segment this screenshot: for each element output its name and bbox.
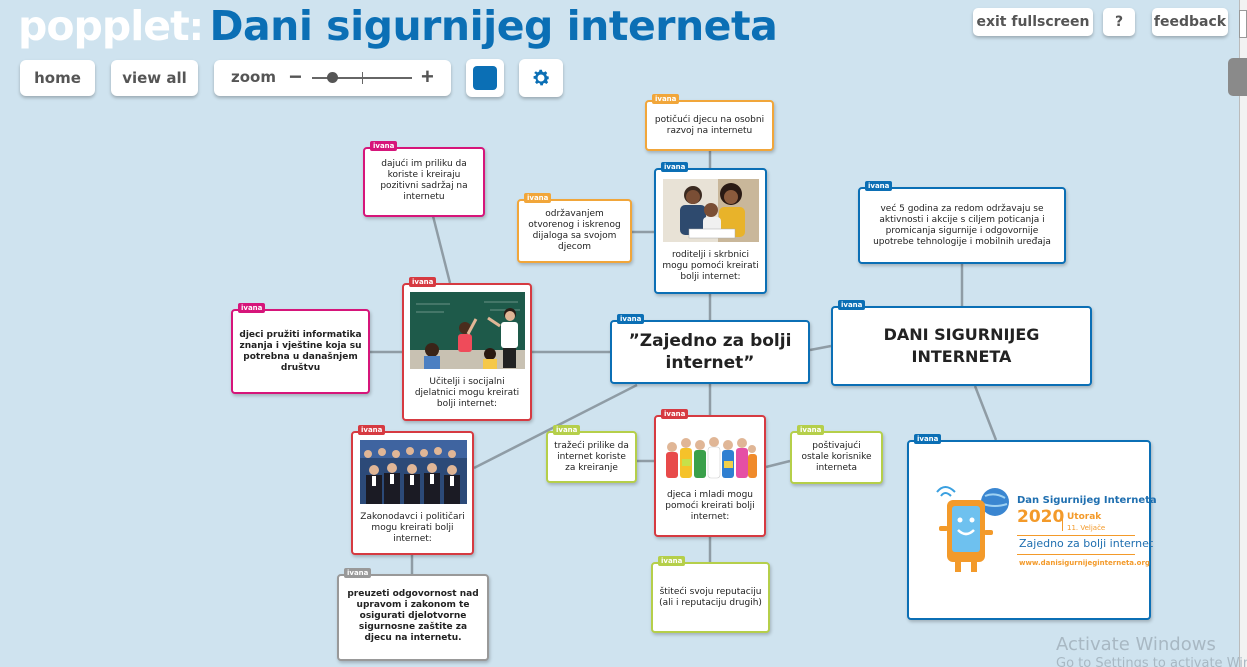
author-tag: ivana xyxy=(344,568,372,578)
author-tag: ivana xyxy=(865,181,893,191)
popple-text: dajući im priliku da koriste i kreiraju … xyxy=(380,159,468,202)
popple-text: djeci pružiti informatika znanja i vješt… xyxy=(239,329,362,373)
right-scroll-edge xyxy=(1239,0,1247,667)
popple-roditelji[interactable]: ivana roditelji i skrbnici mogu pomoći k… xyxy=(654,162,767,294)
author-tag: ivana xyxy=(914,434,942,444)
brand-header: popplet: Dani sigurnijeg interneta xyxy=(18,2,778,54)
link-ucitelji-dajuci xyxy=(431,215,452,284)
popple-dani[interactable]: ivana DANI SIGURNIJEG INTERNETA xyxy=(831,300,1092,386)
author-tag: ivana xyxy=(661,162,689,172)
link-djeca-postivajuci xyxy=(765,459,791,469)
view-all-button[interactable]: view all xyxy=(111,60,198,96)
zoom-out-button[interactable]: − xyxy=(289,64,302,89)
poster-slogan: Zajedno za bolji internet xyxy=(1019,537,1154,550)
popple-text: održavanjem otvorenog i iskrenog dijalog… xyxy=(528,209,621,252)
popplet-title: Dani sigurnijeg interneta xyxy=(209,2,778,50)
popple-text: djeca i mladi mogu pomoći kreirati bolji… xyxy=(665,489,755,522)
family-photo xyxy=(663,179,759,242)
politicians-photo xyxy=(360,440,467,504)
popple-ucitelji[interactable]: ivana Učitelji i socijalni djelatnici mo… xyxy=(402,277,532,421)
popple-trazeci[interactable]: ivana tražeći prilike da internet korist… xyxy=(546,425,637,483)
author-tag: ivana xyxy=(661,409,689,419)
author-tag: ivana xyxy=(370,141,398,151)
popple-djeci[interactable]: ivana djeci pružiti informatika znanja i… xyxy=(231,303,370,394)
popple-vec5[interactable]: ivana već 5 godina za redom održavaju se… xyxy=(858,181,1066,264)
zoom-slider-tick xyxy=(362,72,363,84)
popple-djeca[interactable]: ivana djeca i mladi mogu pomoći kreirati… xyxy=(654,409,766,537)
exit-fullscreen-button[interactable]: exit fullscreen xyxy=(973,8,1093,36)
popple-dajuci[interactable]: ivana dajući im priliku da koriste i kre… xyxy=(363,141,485,217)
poster-line1: Dan Sigurnijeg Interneta xyxy=(1017,495,1157,506)
author-tag: ivana xyxy=(358,425,386,435)
poster-day: Utorak xyxy=(1067,512,1102,522)
zoom-slider-thumb[interactable] xyxy=(327,72,338,83)
popple-text: roditelji i skrbnici mogu pomoći kreirat… xyxy=(662,249,759,282)
home-button[interactable]: home xyxy=(20,60,95,96)
popple-stiteci[interactable]: ivana štiteći svoju reputaciju (ali i re… xyxy=(651,556,770,633)
activate-windows-watermark: Activate Windows xyxy=(1056,634,1216,655)
popple-text: štiteći svoju reputaciju (ali i reputaci… xyxy=(659,586,762,608)
popple-text: preuzeti odgovornost nad upravom i zakon… xyxy=(347,589,479,643)
popple-text: poštivajući ostale korisnike interneta xyxy=(801,441,872,473)
mascot-tablet-icon xyxy=(936,486,1009,572)
popple-text: tražeći prilike da internet koriste za k… xyxy=(554,440,629,473)
popple-text: ”Zajedno za bolji internet” xyxy=(628,331,792,373)
poster-separator-2 xyxy=(1017,554,1135,555)
poster-url: www.danisigurnijeginterneta.org xyxy=(1019,559,1150,567)
author-tag: ivana xyxy=(238,303,266,313)
author-tag: ivana xyxy=(797,425,825,435)
author-tag: ivana xyxy=(838,300,866,310)
popple-text: već 5 godina za redom održavaju se aktiv… xyxy=(873,203,1051,247)
logo-colon: : xyxy=(188,5,204,49)
color-picker-button[interactable] xyxy=(466,59,504,97)
zoom-label: zoom xyxy=(231,68,276,86)
link-center-dani xyxy=(809,344,832,352)
color-swatch xyxy=(473,66,497,90)
popple-odrzavanjem[interactable]: ivana održavanjem otvorenog i iskrenog d… xyxy=(517,193,632,263)
poster-divider xyxy=(1062,513,1063,531)
popple-text: potičući djecu na osobni razvoj na inter… xyxy=(654,114,765,136)
settings-button[interactable] xyxy=(519,59,563,97)
author-tag: ivana xyxy=(617,314,645,324)
popple-zakonodavci[interactable]: ivana Zakonodavci i političari mogu krei… xyxy=(351,425,474,555)
popple-text: Zakonodavci i političari mogu kreirati b… xyxy=(360,511,465,544)
classroom-photo xyxy=(410,292,525,369)
popple-postivajuci[interactable]: ivana poštivajući ostale korisnike inter… xyxy=(790,425,883,484)
zoom-in-button[interactable]: + xyxy=(421,64,434,89)
poster-date: 11. Veljače xyxy=(1067,524,1106,532)
popple-text: Učitelji i socijalni djelatnici mogu kre… xyxy=(414,376,520,409)
help-button[interactable]: ? xyxy=(1103,8,1135,36)
popple-poster[interactable]: ivana Dan Sigurnijeg Interneta 2020 Utor… xyxy=(907,434,1157,620)
author-tag: ivana xyxy=(524,193,552,203)
popplet-logo: popplet xyxy=(18,2,190,50)
activate-windows-subtext: Go to Settings to activate Windows. xyxy=(1056,656,1247,667)
poster-year: 2020 xyxy=(1017,507,1065,527)
feedback-button[interactable]: feedback xyxy=(1152,8,1228,36)
link-dani-poster xyxy=(973,385,998,441)
children-photo xyxy=(662,429,758,483)
popple-poticuci[interactable]: ivana potičući djecu na osobni razvoj na… xyxy=(645,94,774,151)
popple-zajedno[interactable]: ivana ”Zajedno za bolji internet” xyxy=(610,314,810,384)
author-tag: ivana xyxy=(409,277,437,287)
popple-preuzeti[interactable]: ivana preuzeti odgovornost nad upravom i… xyxy=(337,568,489,661)
author-tag: ivana xyxy=(658,556,686,566)
poster-separator xyxy=(1017,535,1135,536)
side-panel-tab[interactable] xyxy=(1228,58,1247,96)
gear-icon xyxy=(533,69,550,86)
author-tag: ivana xyxy=(652,94,680,104)
zoom-control: zoom − + xyxy=(214,60,451,96)
author-tag: ivana xyxy=(553,425,581,435)
popple-text: DANI SIGURNIJEG INTERNETA xyxy=(883,325,1040,366)
